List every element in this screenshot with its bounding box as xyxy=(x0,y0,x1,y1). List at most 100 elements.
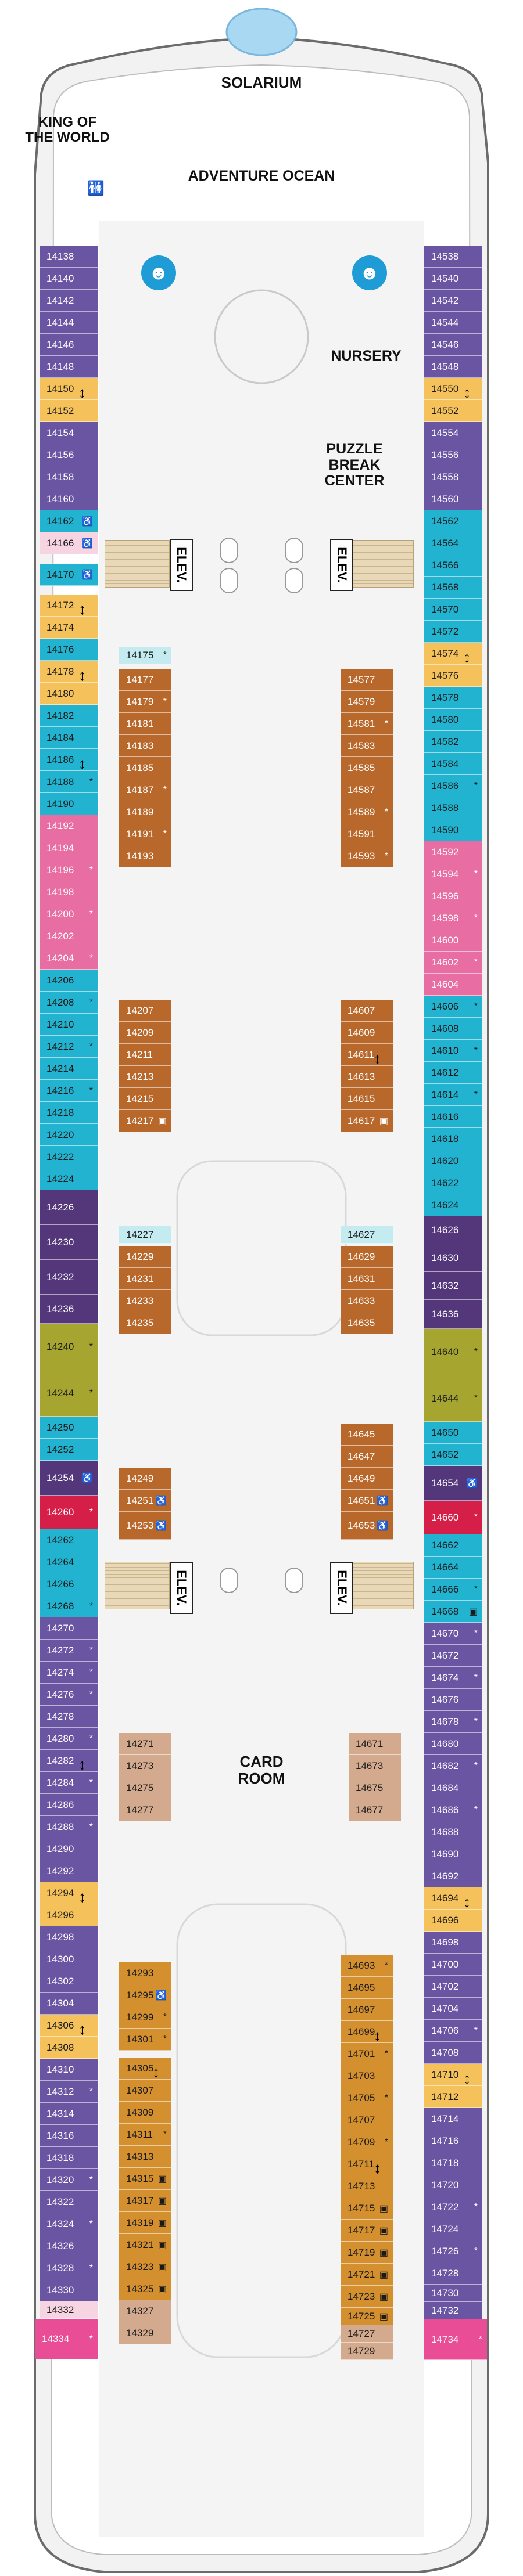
cabin-14328[interactable]: 14328* xyxy=(40,2257,98,2279)
cabin-14699[interactable]: 14699↕ xyxy=(341,2021,393,2043)
cabin-14254[interactable]: 14254♿ xyxy=(40,1461,98,1496)
cabin-14192[interactable]: 14192 xyxy=(40,815,98,837)
card-room-label[interactable]: CARD ROOM xyxy=(238,1753,285,1787)
cabin-14184[interactable]: 14184 xyxy=(40,727,98,749)
cabin-14320[interactable]: 14320* xyxy=(40,2169,98,2191)
cabin-14227[interactable]: 14227 xyxy=(119,1226,171,1244)
cabin-14208[interactable]: 14208* xyxy=(40,992,98,1014)
cabin-14640[interactable]: 14640* xyxy=(424,1329,482,1375)
cabin-14220[interactable]: 14220 xyxy=(40,1124,98,1146)
cabin-14185[interactable]: 14185 xyxy=(119,757,171,779)
cabin-14645[interactable]: 14645 xyxy=(341,1424,393,1446)
cabin-14647[interactable]: 14647 xyxy=(341,1446,393,1468)
cabin-14716[interactable]: 14716 xyxy=(424,2130,482,2152)
cabin-14705[interactable]: 14705* xyxy=(341,2087,393,2109)
cabin-14231[interactable]: 14231 xyxy=(119,1268,171,1290)
cabin-14700[interactable]: 14700 xyxy=(424,1954,482,1976)
cabin-14317[interactable]: 14317▣ xyxy=(119,2190,171,2212)
cabin-14617[interactable]: 14617▣ xyxy=(341,1110,393,1132)
cabin-14304[interactable]: 14304 xyxy=(40,1993,98,2015)
cabin-14293[interactable]: 14293 xyxy=(119,1962,171,1984)
cabin-14266[interactable]: 14266 xyxy=(40,1573,98,1595)
cabin-14183[interactable]: 14183 xyxy=(119,735,171,757)
cabin-14579[interactable]: 14579 xyxy=(341,691,393,713)
cabin-14299[interactable]: 14299* xyxy=(119,2006,171,2029)
cabin-14226[interactable]: 14226 xyxy=(40,1190,98,1225)
cabin-14670[interactable]: 14670* xyxy=(424,1623,482,1645)
cabin-14138[interactable]: 14138 xyxy=(40,246,98,268)
cabin-14560[interactable]: 14560 xyxy=(424,488,482,510)
cabin-14542[interactable]: 14542 xyxy=(424,290,482,312)
cabin-14268[interactable]: 14268* xyxy=(40,1595,98,1617)
cabin-14649[interactable]: 14649 xyxy=(341,1468,393,1490)
cabin-14224[interactable]: 14224 xyxy=(40,1168,98,1190)
cabin-14150[interactable]: 14150↕ xyxy=(40,378,98,400)
cabin-14284[interactable]: 14284* xyxy=(40,1772,98,1794)
cabin-14273[interactable]: 14273 xyxy=(119,1755,171,1777)
king-of-the-world-label[interactable]: KING OF THE WORLD xyxy=(25,114,110,146)
cabin-14332[interactable]: 14332 xyxy=(40,2301,98,2319)
cabin-14725[interactable]: 14725▣ xyxy=(341,2308,393,2325)
cabin-14708[interactable]: 14708 xyxy=(424,2042,482,2064)
cabin-14651[interactable]: 14651♿ xyxy=(341,1490,393,1512)
cabin-14570[interactable]: 14570 xyxy=(424,599,482,621)
cabin-14611[interactable]: 14611↕ xyxy=(341,1044,393,1066)
cabin-14193[interactable]: 14193 xyxy=(119,845,171,867)
elevator[interactable]: ELEV. xyxy=(330,539,353,591)
cabin-14217[interactable]: 14217▣ xyxy=(119,1110,171,1132)
cabin-14607[interactable]: 14607 xyxy=(341,1000,393,1022)
cabin-14146[interactable]: 14146 xyxy=(40,334,98,356)
cabin-14594[interactable]: 14594* xyxy=(424,863,482,885)
cabin-14682[interactable]: 14682* xyxy=(424,1755,482,1777)
cabin-14692[interactable]: 14692 xyxy=(424,1865,482,1887)
cabin-14695[interactable]: 14695 xyxy=(341,1977,393,1999)
cabin-14196[interactable]: 14196* xyxy=(40,859,98,881)
cabin-14636[interactable]: 14636 xyxy=(424,1300,482,1329)
cabin-14650[interactable]: 14650 xyxy=(424,1422,482,1444)
cabin-14292[interactable]: 14292 xyxy=(40,1860,98,1882)
cabin-14703[interactable]: 14703 xyxy=(341,2065,393,2087)
cabin-14552[interactable]: 14552 xyxy=(424,400,482,422)
cabin-14564[interactable]: 14564 xyxy=(424,532,482,554)
cabin-14194[interactable]: 14194 xyxy=(40,837,98,859)
cabin-14321[interactable]: 14321▣ xyxy=(119,2234,171,2256)
cabin-14612[interactable]: 14612 xyxy=(424,1062,482,1084)
cabin-14633[interactable]: 14633 xyxy=(341,1290,393,1312)
cabin-14260[interactable]: 14260* xyxy=(40,1496,98,1529)
cabin-14182[interactable]: 14182 xyxy=(40,705,98,727)
cabin-14187[interactable]: 14187* xyxy=(119,779,171,801)
cabin-14198[interactable]: 14198 xyxy=(40,881,98,903)
adventure-ocean-label[interactable]: ADVENTURE OCEAN xyxy=(188,168,335,184)
cabin-14177[interactable]: 14177 xyxy=(119,669,171,691)
cabin-14713[interactable]: 14713 xyxy=(341,2175,393,2197)
cabin-14710[interactable]: 14710↕ xyxy=(424,2064,482,2086)
cabin-14614[interactable]: 14614* xyxy=(424,1084,482,1106)
cabin-14723[interactable]: 14723▣ xyxy=(341,2286,393,2308)
cabin-14609[interactable]: 14609 xyxy=(341,1022,393,1044)
cabin-14686[interactable]: 14686* xyxy=(424,1799,482,1821)
cabin-14627[interactable]: 14627 xyxy=(341,1226,393,1244)
cabin-14310[interactable]: 14310 xyxy=(40,2059,98,2081)
cabin-14262[interactable]: 14262 xyxy=(40,1529,98,1551)
cabin-14580[interactable]: 14580 xyxy=(424,709,482,731)
cabin-14574[interactable]: 14574↕ xyxy=(424,643,482,665)
cabin-14160[interactable]: 14160 xyxy=(40,488,98,510)
cabin-14644[interactable]: 14644* xyxy=(424,1375,482,1422)
cabin-14236[interactable]: 14236 xyxy=(40,1295,98,1324)
cabin-14233[interactable]: 14233 xyxy=(119,1290,171,1312)
cabin-14726[interactable]: 14726* xyxy=(424,2240,482,2262)
cabin-14701[interactable]: 14701* xyxy=(341,2043,393,2065)
cabin-14676[interactable]: 14676 xyxy=(424,1689,482,1711)
cabin-14176[interactable]: 14176 xyxy=(40,639,98,661)
cabin-14251[interactable]: 14251♿ xyxy=(119,1490,171,1512)
cabin-14327[interactable]: 14327 xyxy=(119,2300,171,2322)
cabin-14140[interactable]: 14140 xyxy=(40,268,98,290)
cabin-14249[interactable]: 14249 xyxy=(119,1468,171,1490)
cabin-14235[interactable]: 14235 xyxy=(119,1312,171,1334)
cabin-14276[interactable]: 14276* xyxy=(40,1684,98,1706)
cabin-14707[interactable]: 14707 xyxy=(341,2109,393,2131)
cabin-14706[interactable]: 14706* xyxy=(424,2020,482,2042)
cabin-14300[interactable]: 14300 xyxy=(40,1948,98,1970)
cabin-14672[interactable]: 14672 xyxy=(424,1645,482,1667)
cabin-14660[interactable]: 14660* xyxy=(424,1501,482,1534)
